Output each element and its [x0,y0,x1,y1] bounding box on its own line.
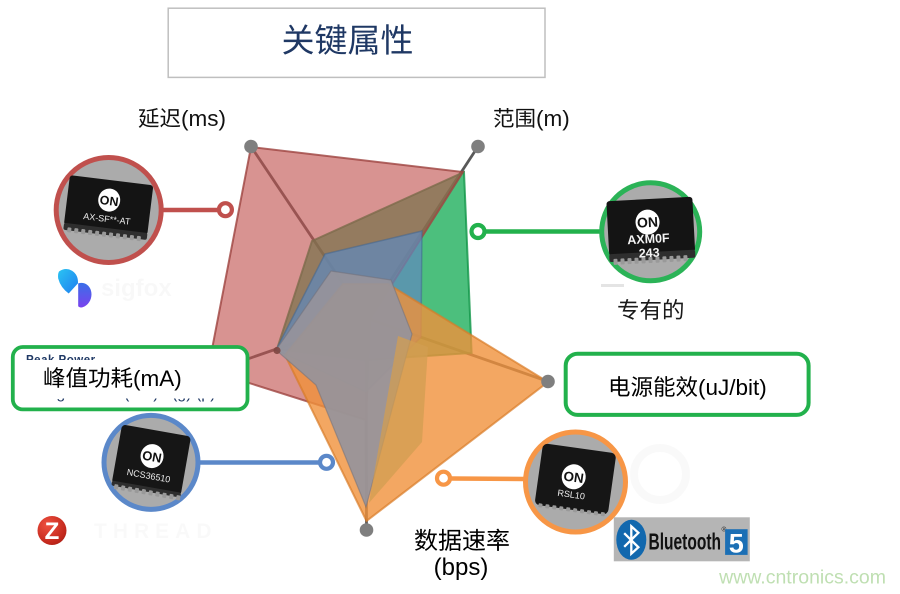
svg-text:5: 5 [729,529,744,559]
svg-text:www.cntronics.com: www.cntronics.com [718,567,886,589]
svg-text:THREAD: THREAD [94,520,218,543]
svg-text:ON: ON [637,214,659,231]
svg-text:AXM0F: AXM0F [627,231,670,247]
svg-text:ON: ON [563,468,585,486]
svg-text:(bps): (bps) [434,554,489,581]
svg-text:(uJ/bit): (uJ/bit) [698,375,767,400]
svg-text:(mA): (mA) [133,366,182,391]
svg-text:RSL10: RSL10 [557,488,586,502]
svg-text:243: 243 [638,246,660,261]
svg-text:(m): (m) [536,106,570,131]
svg-text:(ms): (ms) [181,106,226,131]
svg-text:®: ® [722,526,727,534]
svg-text:sigfox: sigfox [101,275,172,302]
svg-text:ON: ON [99,193,119,209]
svg-text:Z: Z [45,518,60,545]
svg-text:Bluetooth: Bluetooth [649,529,722,555]
svg-text:ON: ON [141,448,163,466]
